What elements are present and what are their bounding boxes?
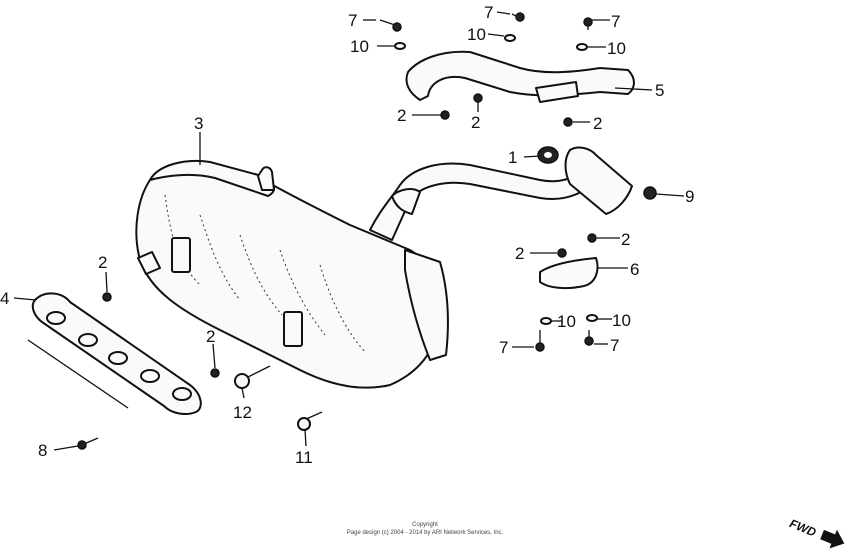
callout-10: 10	[557, 312, 576, 331]
callout-2: 2	[621, 230, 630, 249]
callout-7: 7	[611, 12, 620, 31]
heat-shield-plate	[27, 292, 202, 415]
callout-2: 2	[397, 106, 406, 125]
callout-10: 10	[350, 37, 369, 56]
callout-10: 10	[607, 39, 626, 58]
callout-3: 3	[194, 114, 203, 133]
fwd-arrow-icon	[820, 529, 845, 549]
callout-6: 6	[630, 260, 639, 279]
exhaust-pipe-upper	[405, 50, 635, 103]
callout-8: 8	[38, 441, 47, 460]
callout-5: 5	[655, 81, 664, 100]
copyright-label: Copyright	[412, 522, 438, 528]
forward-direction-indicator: FWD	[788, 516, 845, 549]
callout-4: 4	[0, 289, 9, 308]
callout-7: 7	[499, 338, 508, 357]
callout-2: 2	[515, 244, 524, 263]
protector	[539, 257, 599, 290]
callout-2: 2	[471, 113, 480, 132]
callout-11: 11	[295, 448, 313, 467]
callout-10: 10	[612, 311, 631, 330]
muffler	[135, 159, 449, 389]
exhaust-pipe-lower	[369, 162, 599, 241]
callout-1: 1	[508, 148, 517, 167]
callout-9: 9	[685, 187, 694, 206]
callout-12: 12	[233, 403, 252, 422]
callout-2: 2	[593, 114, 602, 133]
callout-2: 2	[206, 327, 215, 346]
gasket	[537, 146, 559, 164]
flange-joint	[564, 146, 657, 215]
copyright-notice: Page design (c) 2004 - 2014 by ARI Netwo…	[346, 530, 504, 536]
callout-7: 7	[484, 3, 493, 22]
callout-labels: 1 2 2 2 2 2 2 2 3 4 5 6 7 7 7 7 7 8 9 10…	[0, 3, 694, 467]
callout-2: 2	[98, 253, 107, 272]
leader-lines	[13, 11, 685, 451]
callout-7: 7	[610, 336, 619, 355]
callout-7: 7	[348, 11, 357, 30]
callout-10: 10	[467, 25, 486, 44]
fwd-label: FWD	[788, 516, 819, 539]
